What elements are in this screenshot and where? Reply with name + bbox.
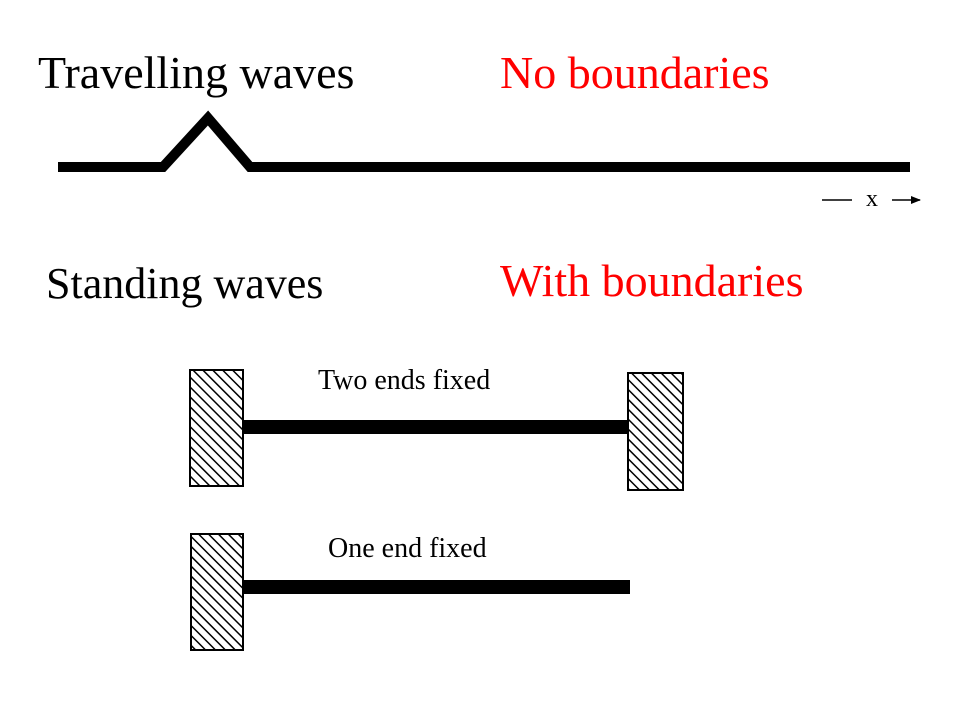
two-ends-fixed-caption: Two ends fixed [318,365,491,396]
no-boundaries-title: No boundaries [500,47,770,98]
right-wall-two-ends [627,372,684,491]
travelling-waves-title: Travelling waves [38,47,355,98]
travelling-string-with-pulse [58,110,910,172]
standing-waves-title: Standing waves [46,259,324,308]
left-wall-two-ends [189,369,244,487]
with-boundaries-title: With boundaries [500,255,804,306]
left-wall-one-end [190,533,244,651]
one-end-fixed-caption: One end fixed [328,533,487,564]
x-axis-label: x [866,186,878,212]
